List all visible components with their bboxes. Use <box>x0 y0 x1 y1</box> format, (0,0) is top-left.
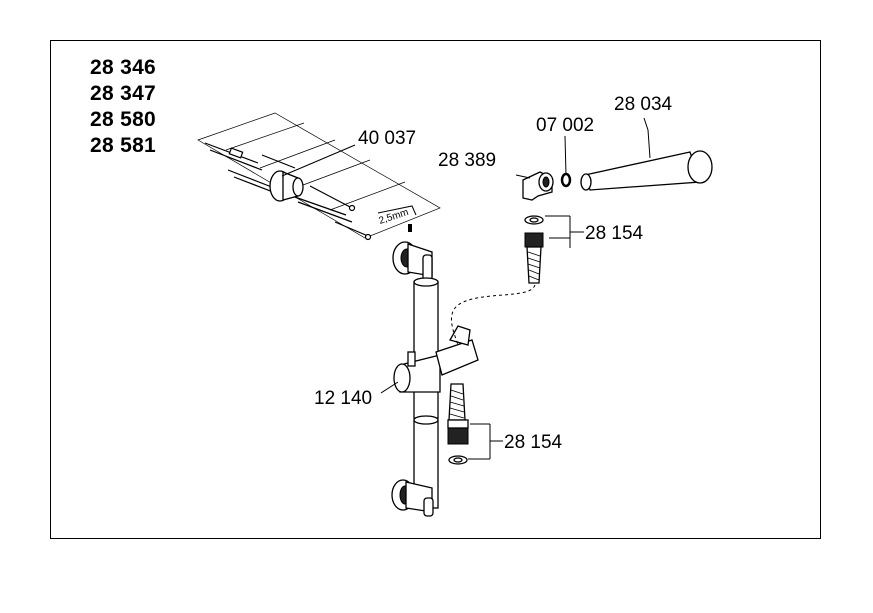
model-number: 28 581 <box>90 134 157 157</box>
model-number: 28 346 <box>90 56 157 79</box>
hex-key: 2,5mm <box>378 205 417 232</box>
shower-rail <box>413 277 439 509</box>
seal-ring <box>560 172 572 188</box>
part-label-hose-lower: 28 154 <box>504 432 563 453</box>
hand-shower <box>580 150 713 191</box>
part-label-seal: 07 002 <box>536 115 594 136</box>
part-label-elbow: 28 389 <box>438 150 496 171</box>
lower-hose-nut <box>447 383 469 465</box>
elbow-connector <box>522 171 554 201</box>
slider-holder <box>393 325 479 393</box>
rail-bottom-bracket <box>391 479 434 517</box>
rail-top-bracket <box>392 241 433 284</box>
hose-path <box>450 284 536 346</box>
part-label-hose-upper: 28 154 <box>585 223 644 244</box>
model-number: 28 347 <box>90 82 157 105</box>
part-label-wall-anchor-set: 40 037 <box>358 128 416 149</box>
leader-lines <box>281 117 651 460</box>
wall-anchor-set <box>197 112 441 241</box>
part-label-rail: 12 140 <box>314 388 372 409</box>
upper-hose-nut <box>524 215 544 284</box>
part-label-hand-shower: 28 034 <box>614 94 673 115</box>
diagram-frame <box>50 40 821 539</box>
model-number: 28 580 <box>90 108 157 131</box>
model-number-list: 28 346 28 347 28 580 28 581 <box>90 55 156 159</box>
